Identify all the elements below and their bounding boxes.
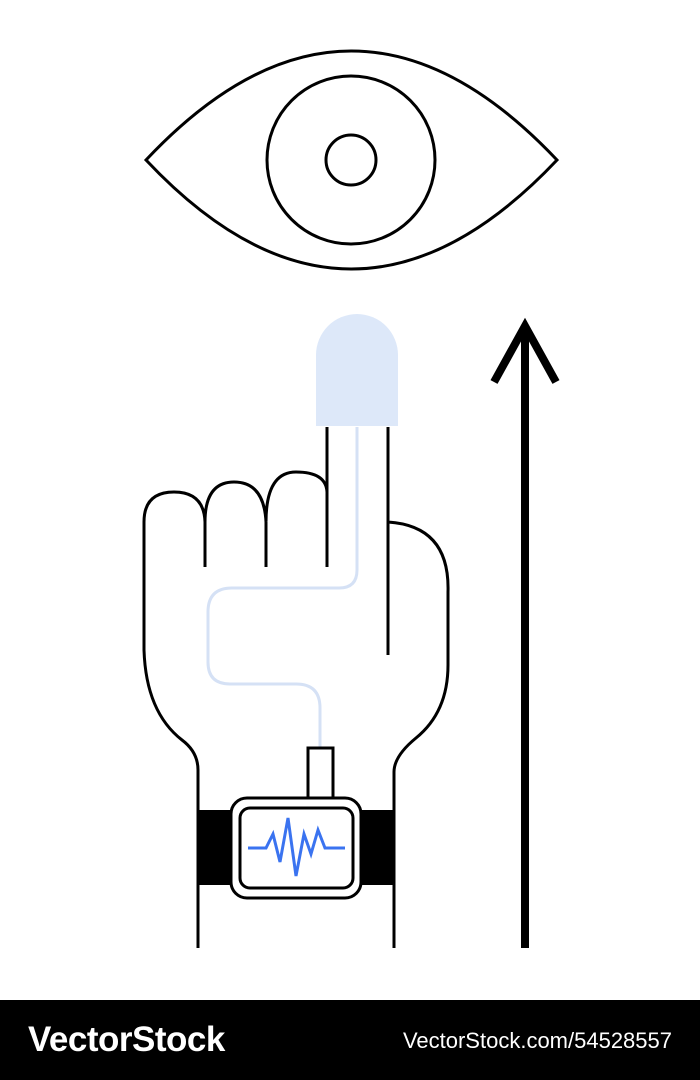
eye-pupil xyxy=(324,133,378,187)
image-credit: VectorStock.com/54528557 xyxy=(402,1028,672,1053)
eye-outline xyxy=(143,49,560,271)
eye-iris xyxy=(265,74,437,246)
vectorstock-logo-text: VectorStock xyxy=(28,1020,225,1059)
hand-outline xyxy=(142,427,450,948)
eye-icon xyxy=(143,49,560,271)
arrow-head xyxy=(490,317,560,384)
heartbeat-icon xyxy=(248,817,345,877)
footer-bar: VectorStock VectorStock.com/54528557 xyxy=(0,1000,700,1080)
wristwatch-icon xyxy=(198,746,394,900)
watch-connector xyxy=(306,746,335,800)
hand-icon xyxy=(142,427,450,948)
sensor-wire xyxy=(206,427,359,748)
up-arrow-icon xyxy=(490,317,560,948)
illustration-canvas xyxy=(142,49,560,948)
watch-screen xyxy=(238,806,355,890)
finger-sensor-icon xyxy=(316,314,398,426)
illustration xyxy=(142,49,560,948)
